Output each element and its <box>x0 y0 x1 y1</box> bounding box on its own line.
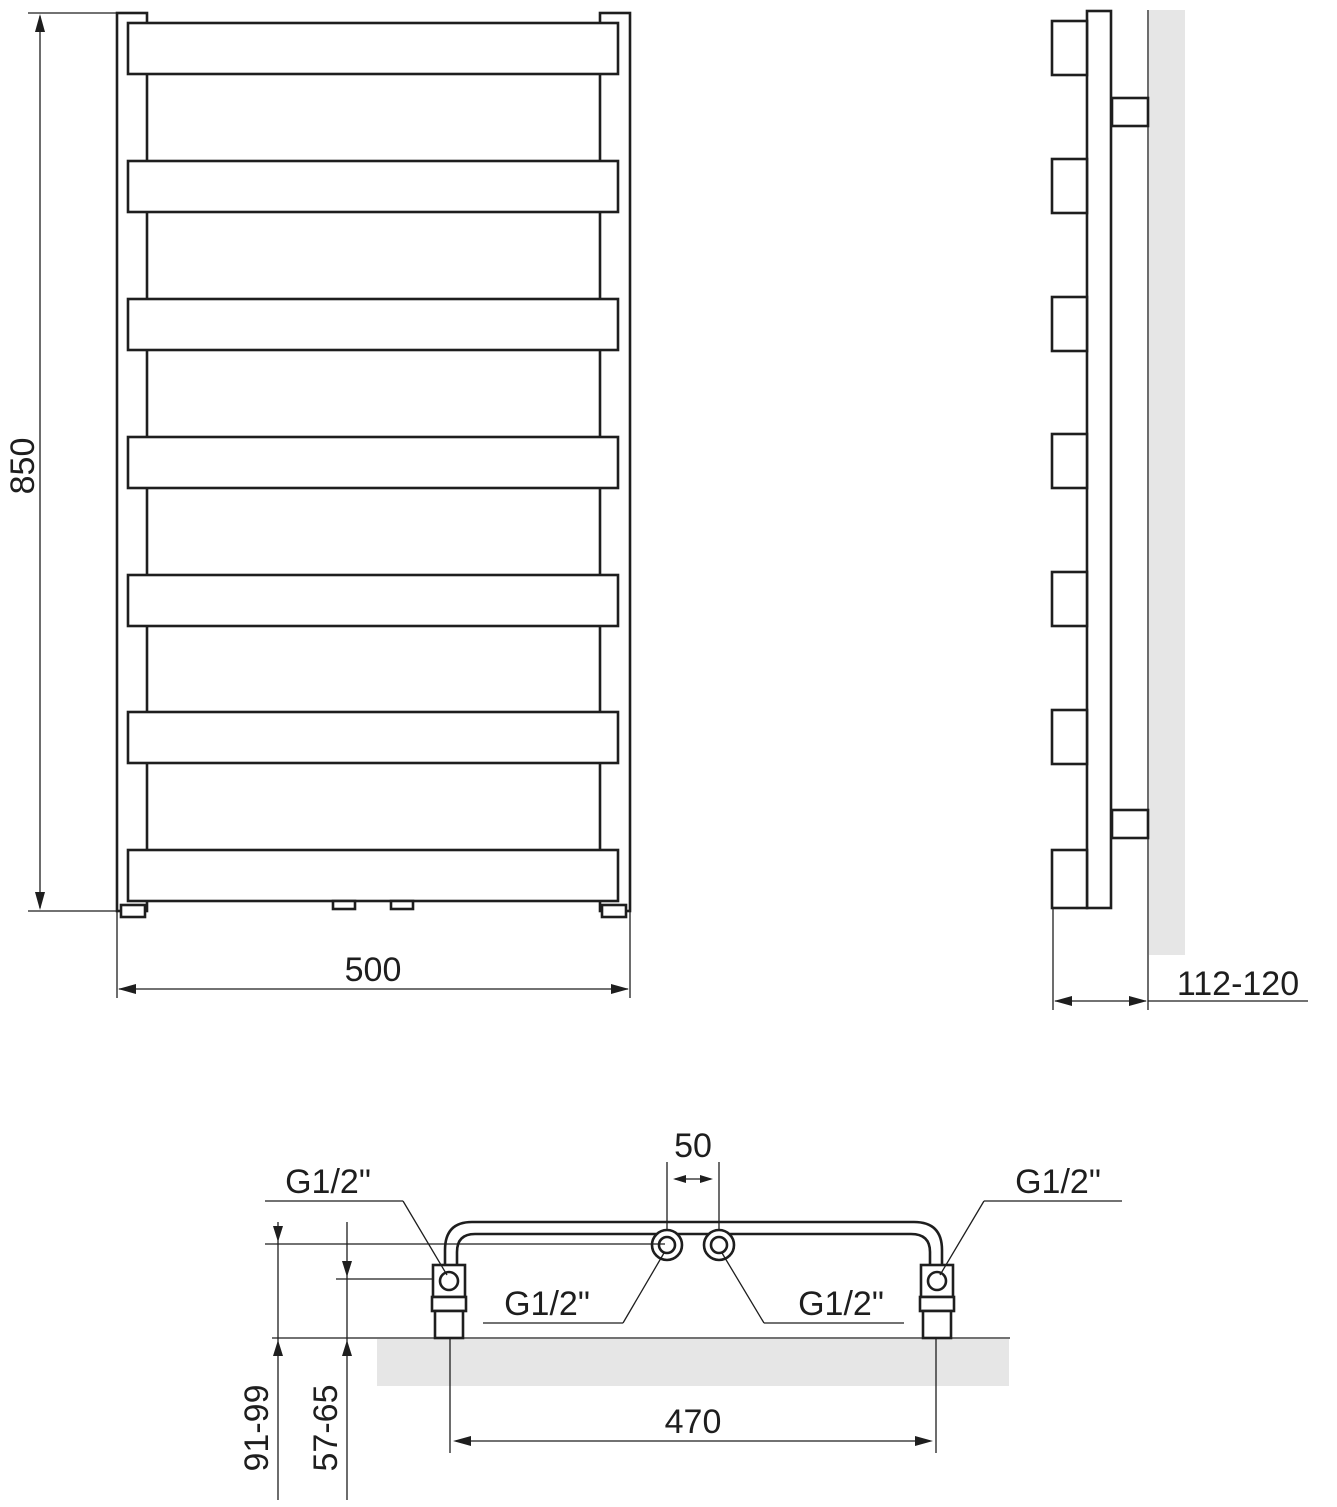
bar-7 <box>126 848 620 903</box>
bottom-view: 50 G1/2" G1/2" G1/2" G1/2" 470 91-99 57-… <box>238 1127 1122 1500</box>
bar-6 <box>126 710 620 765</box>
bar-end-1 <box>1050 19 1089 77</box>
bracket-bottom <box>1110 808 1150 840</box>
thread-right-top-leader <box>939 1200 985 1276</box>
bar-end-7 <box>1050 848 1089 910</box>
center-port-right <box>702 1228 736 1262</box>
wall <box>1149 10 1185 955</box>
thread-center-left-label: G1/2" <box>504 1285 590 1323</box>
left-valve-port <box>438 1270 460 1292</box>
valve-stub-left <box>331 899 357 911</box>
pipe-outer <box>443 1220 944 1265</box>
thread-center-left-leader <box>622 1252 665 1324</box>
floor-wall <box>377 1339 1009 1386</box>
height-range-outer-label: 91-99 <box>238 1385 276 1472</box>
right-valve-stem <box>921 1309 953 1340</box>
height-inner-arrow-bottom <box>342 1340 352 1356</box>
height-arrow-bottom <box>35 892 45 910</box>
side-view: 112-120 <box>1050 9 1308 1010</box>
center-port-right-inner <box>709 1235 729 1255</box>
spacing-arrow-left <box>673 1175 686 1183</box>
depth-label: 112-120 <box>1177 965 1299 1003</box>
thread-left-top-label: G1/2" <box>285 1163 371 1201</box>
bar-end-4 <box>1050 432 1089 490</box>
bar-3 <box>126 297 620 352</box>
bar-end-6 <box>1050 708 1089 766</box>
depth-arrow-left <box>1054 996 1072 1006</box>
height-label: 850 <box>4 438 42 495</box>
valve-stub-right <box>389 899 415 911</box>
bar-end-3 <box>1050 295 1089 353</box>
right-foot <box>600 903 628 919</box>
right-valve-nut <box>918 1295 956 1313</box>
right-valve-port <box>926 1270 948 1292</box>
bar-end-5 <box>1050 570 1089 628</box>
height-outer-arrow-bottom <box>273 1340 283 1356</box>
bar-1 <box>126 21 620 76</box>
height-outer-arrow-top <box>273 1226 283 1242</box>
bar-end-2 <box>1050 157 1089 215</box>
bracket-top <box>1110 96 1150 128</box>
center-port-left <box>650 1228 684 1262</box>
spacing-label: 50 <box>674 1127 712 1165</box>
width-label: 500 <box>345 951 402 989</box>
bar-4 <box>126 435 620 490</box>
left-valve-body <box>431 1263 467 1299</box>
left-valve-nut <box>430 1295 468 1313</box>
outer-arrow-right <box>915 1436 933 1446</box>
left-foot <box>119 903 147 919</box>
depth-arrow-right <box>1129 996 1147 1006</box>
center-port-left-inner <box>657 1235 677 1255</box>
left-valve-stem <box>433 1309 465 1340</box>
outer-spacing-label: 470 <box>665 1403 722 1441</box>
thread-left-top-leader <box>402 1200 448 1276</box>
spacing-arrow-right <box>700 1175 713 1183</box>
width-arrow-right <box>611 984 629 994</box>
thread-center-right-label: G1/2" <box>798 1285 884 1323</box>
side-rail <box>1085 9 1113 910</box>
thread-center-right-leader <box>721 1252 765 1324</box>
width-arrow-left <box>118 984 136 994</box>
front-view: 850 500 <box>4 11 632 998</box>
bar-5 <box>126 573 620 628</box>
height-arrow-top <box>35 14 45 32</box>
height-inner-arrow-top <box>342 1261 352 1277</box>
outer-arrow-left <box>453 1436 471 1446</box>
bar-2 <box>126 159 620 214</box>
height-range-inner-label: 57-65 <box>307 1385 345 1472</box>
pipe-inner <box>455 1232 932 1265</box>
right-valve-body <box>919 1263 955 1299</box>
thread-right-top-label: G1/2" <box>1015 1163 1101 1201</box>
